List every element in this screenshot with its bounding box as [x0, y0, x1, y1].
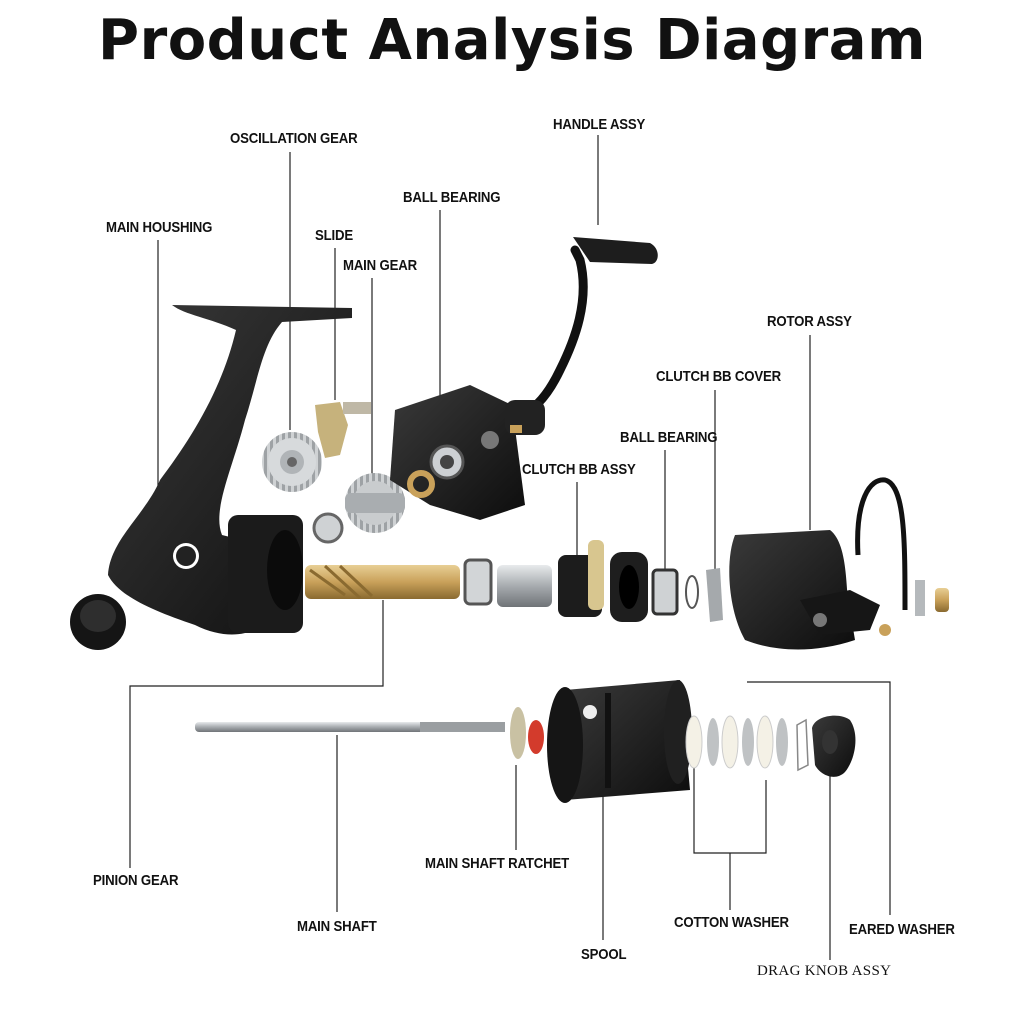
spool-part: [547, 680, 692, 803]
main-shaft-ratchet-part: [510, 707, 544, 759]
diagram-title: Product Analysis Diagram: [98, 8, 926, 73]
label-slide: SLIDE: [315, 227, 354, 244]
label-eared-washer: EARED WASHER: [849, 921, 955, 938]
main-shaft-part: [195, 722, 505, 732]
clutch-bb-cover-part: [610, 552, 648, 622]
drag-knob-assy-part: [812, 715, 856, 777]
eared-washer-part: [796, 718, 809, 772]
label-handle-assy: HANDLE ASSY: [553, 116, 646, 133]
rotor-assy-part: [729, 477, 949, 650]
label-spool: SPOOL: [581, 946, 627, 963]
label-drag-knob-assy: DRAG KNOB ASSY: [757, 963, 892, 979]
sleeve-part: [497, 565, 552, 607]
label-main-shaft-ratchet: MAIN SHAFT RATCHET: [425, 855, 569, 872]
ball-bearing-mid-part: [651, 568, 723, 622]
label-main-housing: MAIN HOUSHING: [106, 219, 213, 236]
main-housing-part: [70, 305, 352, 650]
label-ball-bearing-mid: BALL BEARING: [620, 429, 718, 446]
label-ball-bearing-top: BALL BEARING: [403, 189, 501, 206]
leader-lines: [129, 135, 891, 960]
handle-assy-part: [505, 237, 658, 435]
label-pinion-gear: PINION GEAR: [93, 872, 179, 889]
side-cover-part: [390, 385, 525, 520]
ball-bearing-left-part: [463, 558, 493, 606]
slide-part: [315, 402, 371, 458]
main-gear-part: [312, 473, 405, 544]
label-clutch-bb-assy: CLUTCH BB ASSY: [522, 461, 636, 478]
pinion-gear-part: [305, 564, 460, 600]
clutch-bb-assy-part: [558, 540, 604, 617]
label-cotton-washer: COTTON WASHER: [674, 914, 789, 931]
cotton-washer-stack: [685, 715, 788, 769]
label-rotor-assy: ROTOR ASSY: [767, 313, 852, 330]
label-main-shaft: MAIN SHAFT: [297, 918, 377, 935]
label-oscillation-gear: OSCILLATION GEAR: [230, 130, 358, 147]
label-clutch-bb-cover: CLUTCH BB COVER: [656, 368, 781, 385]
oscillation-gear-part: [262, 432, 322, 492]
label-main-gear: MAIN GEAR: [343, 257, 417, 274]
